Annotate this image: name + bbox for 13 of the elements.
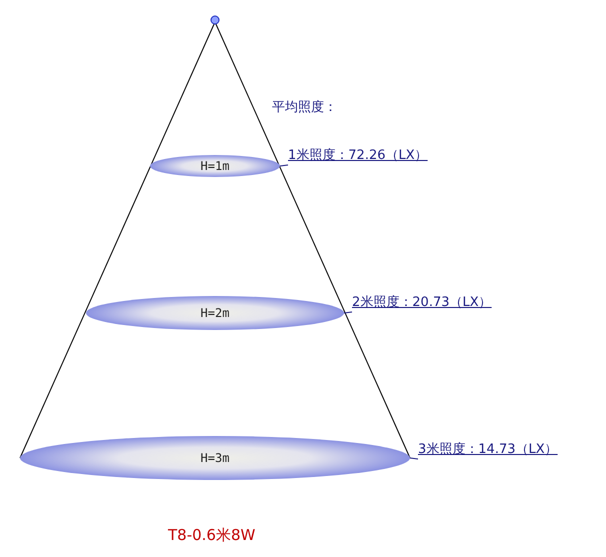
heading-label: 平均照度： xyxy=(272,99,337,116)
illuminance-label: 3米照度：14.73（LX） xyxy=(418,442,558,458)
caption: T8-0.6米8W xyxy=(168,526,256,545)
illuminance-label: 1米照度：72.26（LX） xyxy=(288,148,428,164)
leader-line xyxy=(280,164,288,166)
illuminated-area-ellipse xyxy=(86,296,344,330)
illuminance-label: 2米照度：20.73（LX） xyxy=(352,295,492,311)
height-label: H=2m xyxy=(200,306,230,320)
leader-line xyxy=(344,312,352,314)
height-label: H=3m xyxy=(200,451,230,465)
leader-line xyxy=(410,458,418,460)
height-label: H=1m xyxy=(200,159,230,173)
illuminated-area-ellipse xyxy=(150,155,280,177)
